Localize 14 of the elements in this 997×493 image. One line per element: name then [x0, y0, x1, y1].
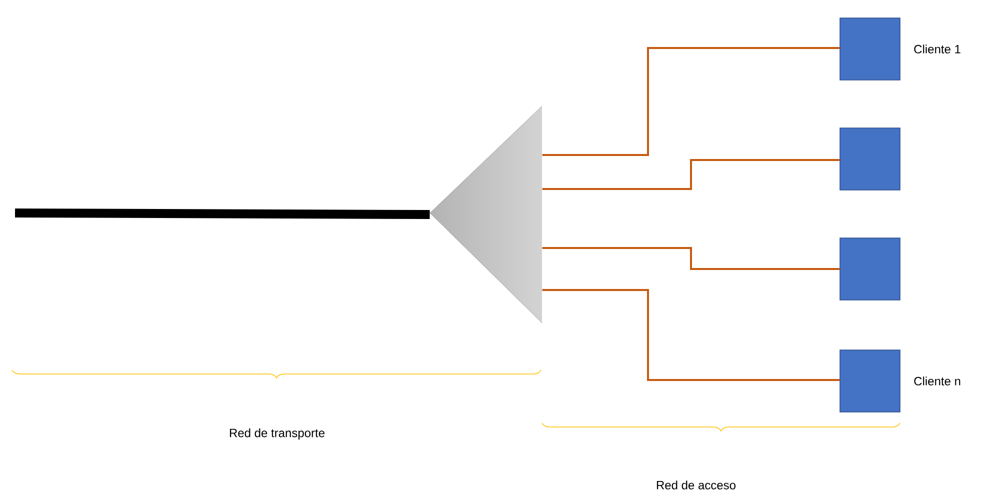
cable-line [542, 247, 840, 270]
cable-line [542, 47, 840, 156]
section-label: Red de transporte [230, 428, 324, 440]
client-label: Cliente 1 [914, 44, 960, 54]
cable-line [542, 289, 840, 381]
client-label: Cliente n [914, 376, 960, 386]
cable-line [542, 159, 840, 190]
section-label: Red de acceso [656, 480, 736, 490]
cable-line [15, 208, 430, 219]
client-box [840, 350, 900, 412]
client-box [840, 128, 900, 190]
client-box [840, 18, 900, 80]
splitter-triangle [430, 106, 542, 323]
client-box [840, 238, 900, 300]
